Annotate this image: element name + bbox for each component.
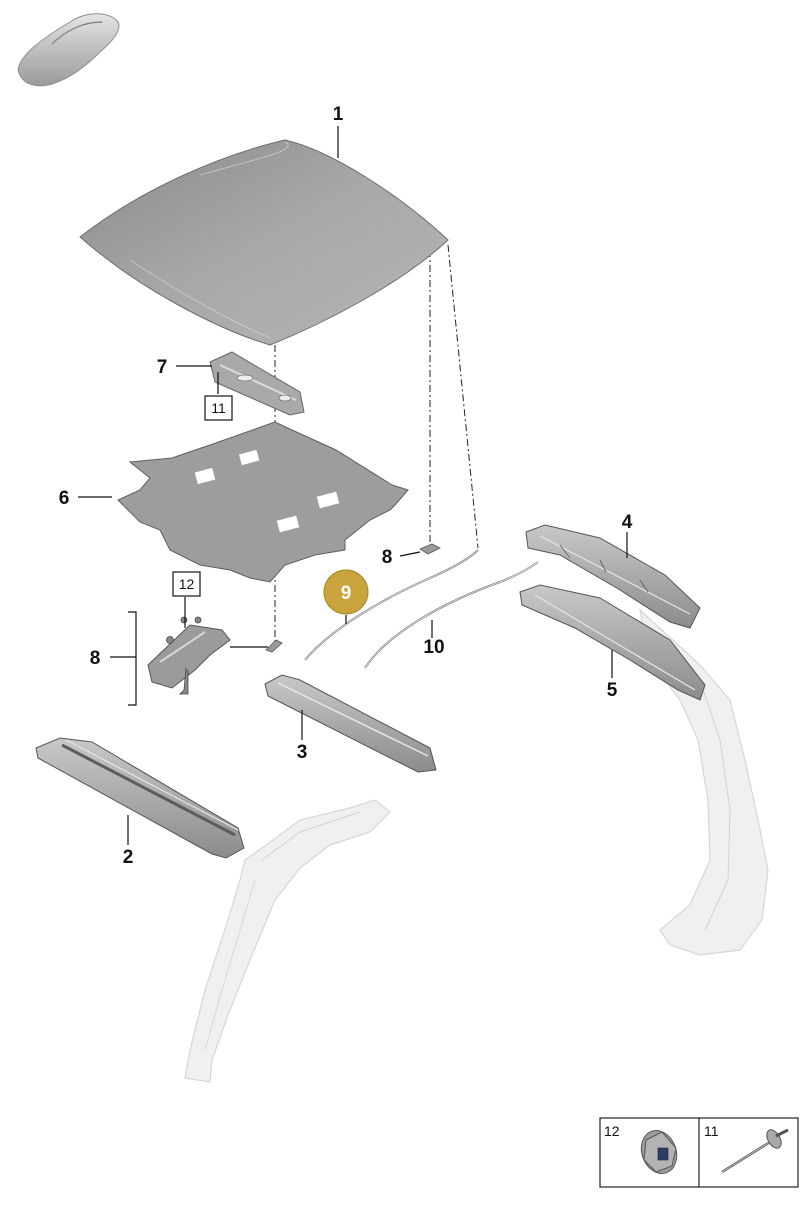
legend-item-12-number: 12 <box>604 1123 620 1139</box>
seal-strip-9[interactable] <box>304 549 479 661</box>
callout-5[interactable]: 5 <box>607 680 618 701</box>
callout-1[interactable]: 1 <box>333 104 344 125</box>
rear-cross-member-4[interactable] <box>525 524 701 629</box>
legend-item-12[interactable]: 12 <box>604 1123 682 1178</box>
roof-panel[interactable] <box>79 139 449 346</box>
callout-9-label: 9 <box>341 583 352 604</box>
windshield-frame-rail-2[interactable] <box>35 737 245 859</box>
clip-8-small[interactable] <box>419 543 441 555</box>
bracket-7[interactable] <box>209 351 305 416</box>
callout-box-11[interactable]: 11 <box>204 395 233 421</box>
callout-8-left[interactable]: 8 <box>90 648 101 669</box>
callout-7[interactable]: 7 <box>157 357 168 378</box>
callout-9-highlighted[interactable]: 9 <box>323 569 369 615</box>
callout-2[interactable]: 2 <box>123 847 134 868</box>
callout-8-right[interactable]: 8 <box>382 547 393 568</box>
callout-10[interactable]: 10 <box>423 637 444 658</box>
callout-3[interactable]: 3 <box>297 742 308 763</box>
callout-box-12-label: 12 <box>179 576 195 592</box>
leader-lines <box>78 126 628 845</box>
legend-item-11[interactable]: 11 <box>704 1123 789 1174</box>
rivet-icon <box>721 1128 789 1174</box>
bracket-assembly-8[interactable] <box>147 616 283 695</box>
nut-icon <box>640 1130 678 1174</box>
car-thumbnail-icon <box>17 13 120 87</box>
front-cross-member-3[interactable] <box>264 674 437 773</box>
callout-4[interactable]: 4 <box>622 512 633 533</box>
seal-strip-10[interactable] <box>364 561 539 669</box>
legend-item-11-number: 11 <box>704 1123 719 1139</box>
a-pillar-ghost <box>184 799 391 1083</box>
callout-box-11-label: 11 <box>211 400 226 416</box>
callout-6[interactable]: 6 <box>59 488 70 509</box>
headliner-panel-6[interactable] <box>117 421 409 583</box>
c-pillar-ghost <box>639 608 769 956</box>
callout-box-12[interactable]: 12 <box>172 571 201 597</box>
hardware-legend <box>599 1117 799 1188</box>
rear-cross-member-5[interactable] <box>519 584 706 701</box>
